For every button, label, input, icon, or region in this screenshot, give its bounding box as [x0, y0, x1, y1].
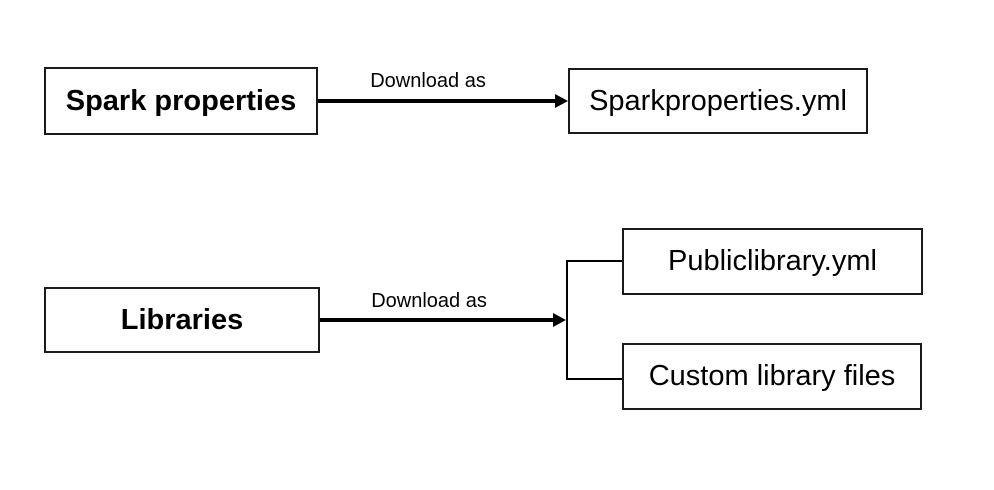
- arrow-spark-to-yml-line: [318, 99, 555, 103]
- node-sparkproperties-yml-label: Sparkproperties.yml: [589, 84, 847, 117]
- arrow-right-icon: [555, 94, 568, 108]
- node-spark-properties: Spark properties: [44, 67, 318, 135]
- node-libraries: Libraries: [44, 287, 320, 353]
- node-publiclibrary-yml-label: Publiclibrary.yml: [668, 245, 877, 277]
- edge-label-spark-download: Download as: [370, 70, 486, 92]
- node-custom-library-files: Custom library files: [622, 343, 922, 410]
- branch-connector-vertical: [566, 260, 568, 380]
- node-sparkproperties-yml: Sparkproperties.yml: [568, 68, 868, 134]
- node-libraries-label: Libraries: [120, 303, 244, 336]
- arrow-libraries-to-branch-line: [320, 318, 553, 322]
- node-publiclibrary-yml: Publiclibrary.yml: [622, 228, 923, 295]
- branch-connector-bottom: [566, 378, 622, 380]
- node-custom-library-files-label: Custom library files: [648, 360, 896, 392]
- arrow-right-icon: [553, 313, 566, 327]
- branch-connector-top: [566, 260, 622, 262]
- node-spark-properties-label: Spark properties: [65, 84, 297, 117]
- edge-label-libraries-download: Download as: [371, 290, 487, 312]
